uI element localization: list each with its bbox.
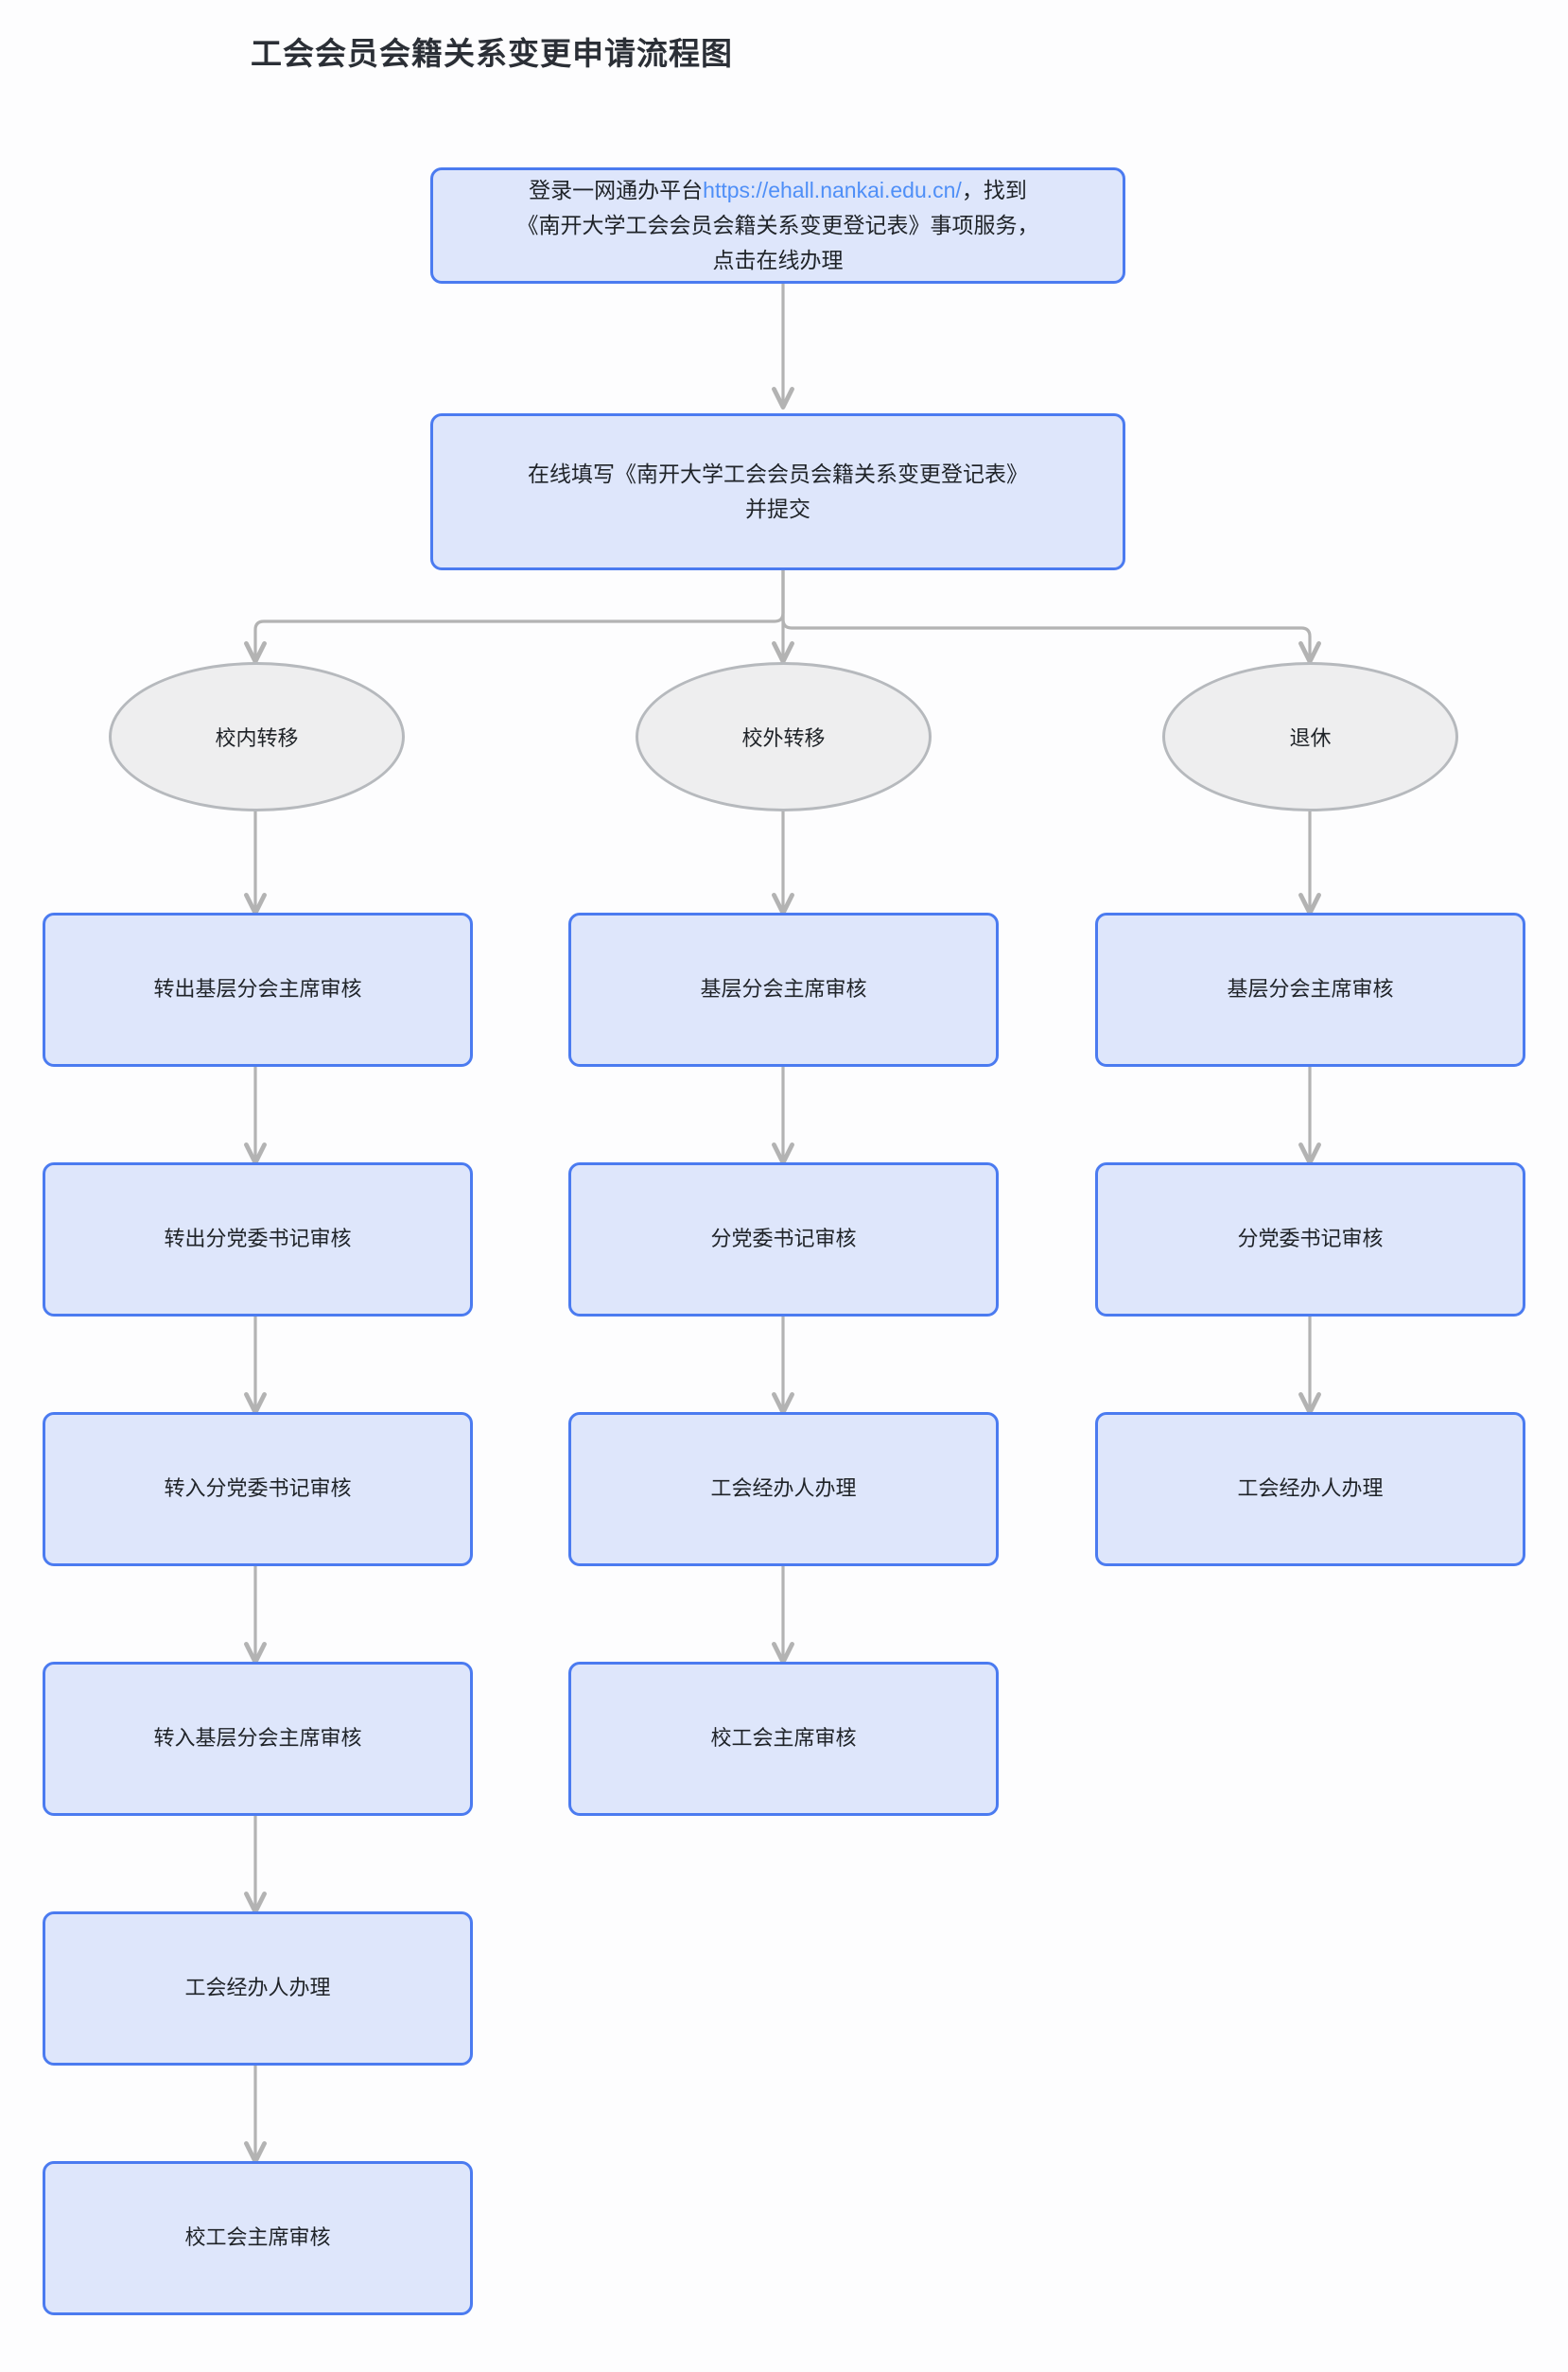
edge-form-to-retire (781, 568, 1321, 664)
internal-step3-label: 转入分党委书记审核 (164, 1476, 352, 1501)
node-external-step4: 校工会主席审核 (568, 1662, 999, 1816)
node-external-step3: 工会经办人办理 (568, 1412, 999, 1566)
internal-step2-label: 转出分党委书记审核 (164, 1227, 352, 1251)
node-internal-step5: 工会经办人办理 (43, 1911, 473, 2066)
ehall-link[interactable]: https://ehall.nankai.edu.cn/ (703, 178, 962, 203)
node-internal-step6: 校工会主席审核 (43, 2161, 473, 2315)
start-text-before-link: 登录一网通办平台 (529, 178, 704, 203)
node-fill-form: 在线填写《南开大学工会会员会籍关系变更登记表》 并提交 (430, 413, 1125, 570)
node-external-step1: 基层分会主席审核 (568, 913, 999, 1067)
start-line2: 《南开大学工会会员会籍关系变更登记表》事项服务， (516, 213, 1039, 238)
page-title: 工会会员会籍关系变更申请流程图 (251, 36, 733, 71)
decision-external-label: 校外转移 (741, 726, 826, 750)
node-retire-step2: 分党委书记审核 (1095, 1162, 1525, 1317)
retire-step3-label: 工会经办人办理 (1237, 1476, 1384, 1501)
retire-step1-label: 基层分会主席审核 (1227, 977, 1394, 1002)
internal-step5-label: 工会经办人办理 (184, 1976, 331, 2000)
node-internal-step4: 转入基层分会主席审核 (43, 1662, 473, 1816)
edge-form-to-internal (244, 568, 785, 664)
node-start: 登录一网通办平台https://ehall.nankai.edu.cn/，找到 … (430, 167, 1125, 284)
external-step1-label: 基层分会主席审核 (700, 977, 867, 1002)
node-internal-step3: 转入分党委书记审核 (43, 1412, 473, 1566)
retire-step2-label: 分党委书记审核 (1237, 1227, 1384, 1251)
decision-internal-label: 校内转移 (215, 726, 299, 750)
node-retire-step1: 基层分会主席审核 (1095, 913, 1525, 1067)
decision-retirement: 退休 (1162, 662, 1458, 811)
node-external-step2: 分党委书记审核 (568, 1162, 999, 1317)
node-internal-step2: 转出分党委书记审核 (43, 1162, 473, 1317)
external-step3-label: 工会经办人办理 (710, 1476, 857, 1501)
node-internal-step1: 转出基层分会主席审核 (43, 913, 473, 1067)
form-line2: 并提交 (745, 497, 810, 521)
internal-step6-label: 校工会主席审核 (184, 2225, 331, 2250)
start-text-after-link: ，找到 (961, 178, 1027, 203)
form-line1: 在线填写《南开大学工会会员会籍关系变更登记表》 (528, 462, 1028, 487)
external-step2-label: 分党委书记审核 (710, 1227, 857, 1251)
internal-step4-label: 转入基层分会主席审核 (153, 1726, 362, 1751)
decision-internal-transfer: 校内转移 (109, 662, 405, 811)
node-retire-step3: 工会经办人办理 (1095, 1412, 1525, 1566)
external-step4-label: 校工会主席审核 (710, 1726, 857, 1751)
decision-retire-label: 退休 (1289, 726, 1332, 750)
decision-external-transfer: 校外转移 (636, 662, 932, 811)
start-line3: 点击在线办理 (712, 247, 844, 272)
internal-step1-label: 转出基层分会主席审核 (153, 977, 362, 1002)
